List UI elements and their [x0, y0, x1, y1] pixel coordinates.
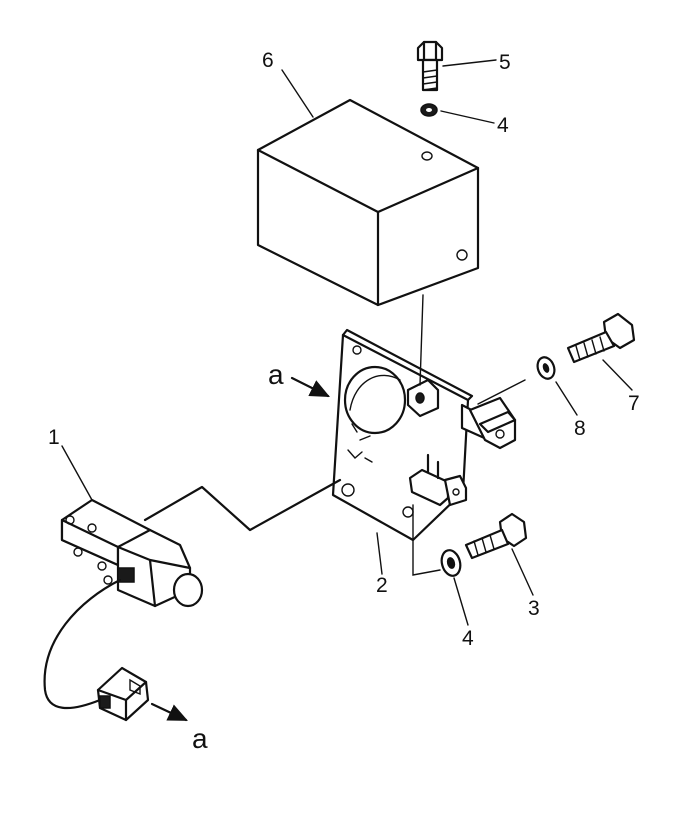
view-label-a-left: a — [268, 359, 284, 390]
leader-5 — [442, 59, 497, 67]
callout-4-top: 4 — [497, 114, 509, 137]
leader-6 — [281, 69, 314, 118]
callout-4-bottom: 4 — [462, 627, 474, 650]
callout-7: 7 — [628, 392, 640, 415]
leader-7 — [602, 359, 633, 391]
leader-2 — [376, 532, 383, 575]
bracket-plate — [331, 328, 517, 542]
leader-4-bottom — [453, 577, 469, 626]
callout-8: 8 — [574, 417, 586, 440]
callout-5: 5 — [499, 51, 511, 74]
switch-wire — [143, 478, 342, 532]
centerline-cover — [419, 294, 424, 386]
leader-8 — [555, 381, 578, 416]
centerline-bolt-3 — [412, 504, 441, 576]
leader-4-top — [440, 110, 495, 124]
callout-1: 1 — [48, 426, 60, 449]
leader-1 — [61, 445, 93, 501]
large-bolt — [566, 312, 636, 364]
view-a-arrow-left — [290, 376, 330, 398]
centerline-bolt-7 — [477, 379, 526, 405]
view-label-a-bottom: a — [192, 723, 208, 754]
side-washer — [536, 356, 556, 380]
top-washer — [420, 103, 438, 117]
top-bolt — [416, 40, 444, 92]
callout-6: 6 — [262, 49, 274, 72]
lower-washer — [440, 549, 462, 577]
lower-bolt — [464, 512, 528, 560]
view-a-arrow-bottom — [150, 702, 188, 722]
switch-assembly — [43, 498, 204, 722]
leader-3 — [511, 548, 534, 596]
callout-2: 2 — [376, 574, 388, 597]
cover-box — [256, 98, 480, 307]
callout-3: 3 — [528, 597, 540, 620]
